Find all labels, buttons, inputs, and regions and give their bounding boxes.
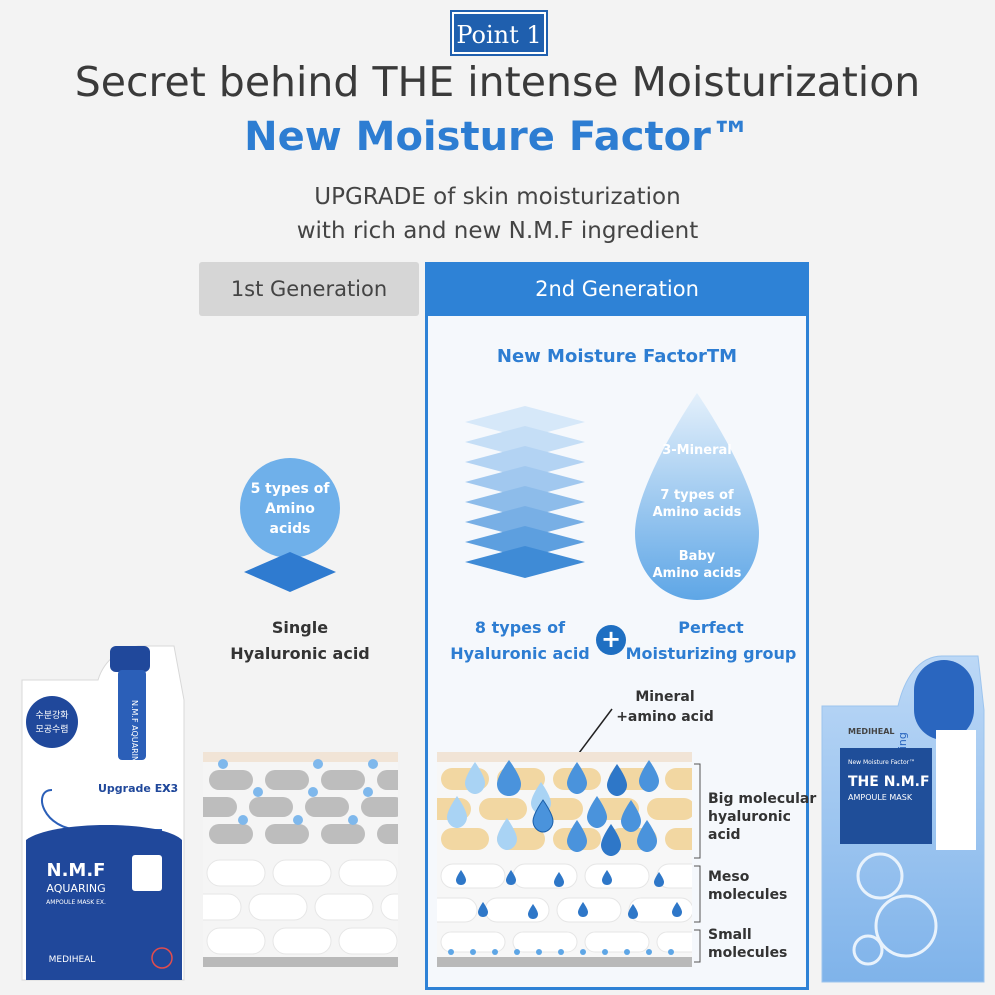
eight-hyaluronic-label: 8 types of Hyaluronic acid xyxy=(440,615,600,667)
tab-2nd-generation: 2nd Generation xyxy=(425,262,809,316)
hyaluronic-line-1: 8 types of xyxy=(474,618,566,637)
left-pack-title: N.M.F xyxy=(47,860,106,881)
tagline-line-2: with rich and new N.M.F ingredient xyxy=(296,218,699,244)
second-gen-skin-section xyxy=(437,752,692,967)
meso-line-1: Meso xyxy=(708,869,750,885)
amino-circle-line-3: acids xyxy=(270,521,311,537)
left-pack-side-brand: N.M.F AQUARING xyxy=(130,700,139,768)
right-pack-top-line: New Moisture Factor™ xyxy=(848,759,915,766)
layer-icon xyxy=(465,466,585,498)
layer-icon xyxy=(465,426,585,458)
layer-icon xyxy=(465,446,585,478)
hyaluronic-line-2: Hyaluronic acid xyxy=(450,644,590,663)
small-molecules-label: Small molecules xyxy=(708,926,818,962)
meso-molecules-label: Meso molecules xyxy=(708,868,818,904)
amino-circle xyxy=(240,458,340,558)
point-badge: Point 1 xyxy=(450,10,548,56)
left-pack-sub-2: AMPOULE MASK EX. xyxy=(46,899,106,906)
layer-icon xyxy=(465,526,585,558)
big-line-2: hyaluronic xyxy=(708,809,791,825)
amino-circle-line-2: Amino xyxy=(265,501,315,517)
layer-icon xyxy=(465,506,585,538)
moisture-drop-illustration: 3-Mineral 7 types of Amino acids Baby Am… xyxy=(635,393,759,600)
right-pack-title: THE N.M.F xyxy=(848,774,930,790)
single-label-line-2: Hyaluronic acid xyxy=(230,644,370,663)
drop-amino-2: Amino acids xyxy=(653,505,742,520)
amino-circle-line-1: 5 types of xyxy=(251,481,331,497)
layer-icon xyxy=(465,406,585,438)
big-line-1: Big molecular xyxy=(708,791,817,807)
single-hyaluronic-label: Single Hyaluronic acid xyxy=(200,615,400,667)
first-gen-illustration: 5 types of Amino acids xyxy=(240,458,340,592)
big-line-3: acid xyxy=(708,827,741,843)
right-pack-brand: MEDIHEAL xyxy=(848,727,895,736)
mineral-line-2: +amino acid xyxy=(616,709,714,725)
meso-line-2: molecules xyxy=(708,887,788,903)
small-line-1: Small xyxy=(708,927,752,943)
left-pack-tag-1: 수분강화 xyxy=(35,710,68,721)
headline: Secret behind THE intense Moisturization xyxy=(74,58,921,106)
left-product-pack: 수분강화 모공수렴 N.M.F AQUARING Upgrade EX. X3 … xyxy=(21,645,185,981)
left-pack-brand: MEDIHEAL xyxy=(49,955,96,965)
left-pack-sub-1: AQUARING xyxy=(46,882,105,895)
mineral-line-1: Mineral xyxy=(635,689,695,705)
moisturizing-group-label: Perfect Moisturizing group xyxy=(616,615,806,667)
layer-brackets xyxy=(694,763,701,963)
big-molecular-label: Big molecular hyaluronic acid xyxy=(708,790,818,844)
moist-line-1: Perfect xyxy=(678,618,744,637)
layer-icon xyxy=(465,546,585,578)
tagline: UPGRADE of skin moisturization with rich… xyxy=(0,180,995,248)
left-pack-upgrade: Upgrade EX. xyxy=(98,782,175,795)
stacked-layers-illustration xyxy=(465,406,585,578)
right-product-pack: moisturizing MEDIHEAL New Moisture Facto… xyxy=(821,655,985,983)
hyaluronic-layer-icon xyxy=(244,552,336,592)
tagline-line-1: UPGRADE of skin moisturization xyxy=(314,184,681,210)
plus-icon: + xyxy=(596,625,626,655)
layer-icon xyxy=(465,486,585,518)
tab-1st-generation: 1st Generation xyxy=(199,262,419,316)
first-gen-skin-section xyxy=(203,752,398,967)
moist-line-2: Moisturizing group xyxy=(625,644,797,663)
left-pack-times: X3 xyxy=(162,782,178,795)
drop-icon xyxy=(635,393,759,600)
left-pack-tag-2: 모공수렴 xyxy=(35,723,68,735)
single-label-line-1: Single xyxy=(271,618,329,637)
small-line-2: molecules xyxy=(708,945,788,961)
mineral-callout: Mineral +amino acid xyxy=(590,687,740,727)
right-pack-sub: AMPOULE MASK xyxy=(848,793,913,802)
drop-mineral: 3-Mineral xyxy=(662,443,732,458)
second-generation-heading: New Moisture FactorTM xyxy=(496,346,738,367)
drop-baby-2: Amino acids xyxy=(653,566,742,581)
drop-baby-1: Baby xyxy=(679,549,716,564)
drop-amino-1: 7 types of xyxy=(660,488,734,503)
product-line: New Moisture Factor™ xyxy=(244,114,751,160)
